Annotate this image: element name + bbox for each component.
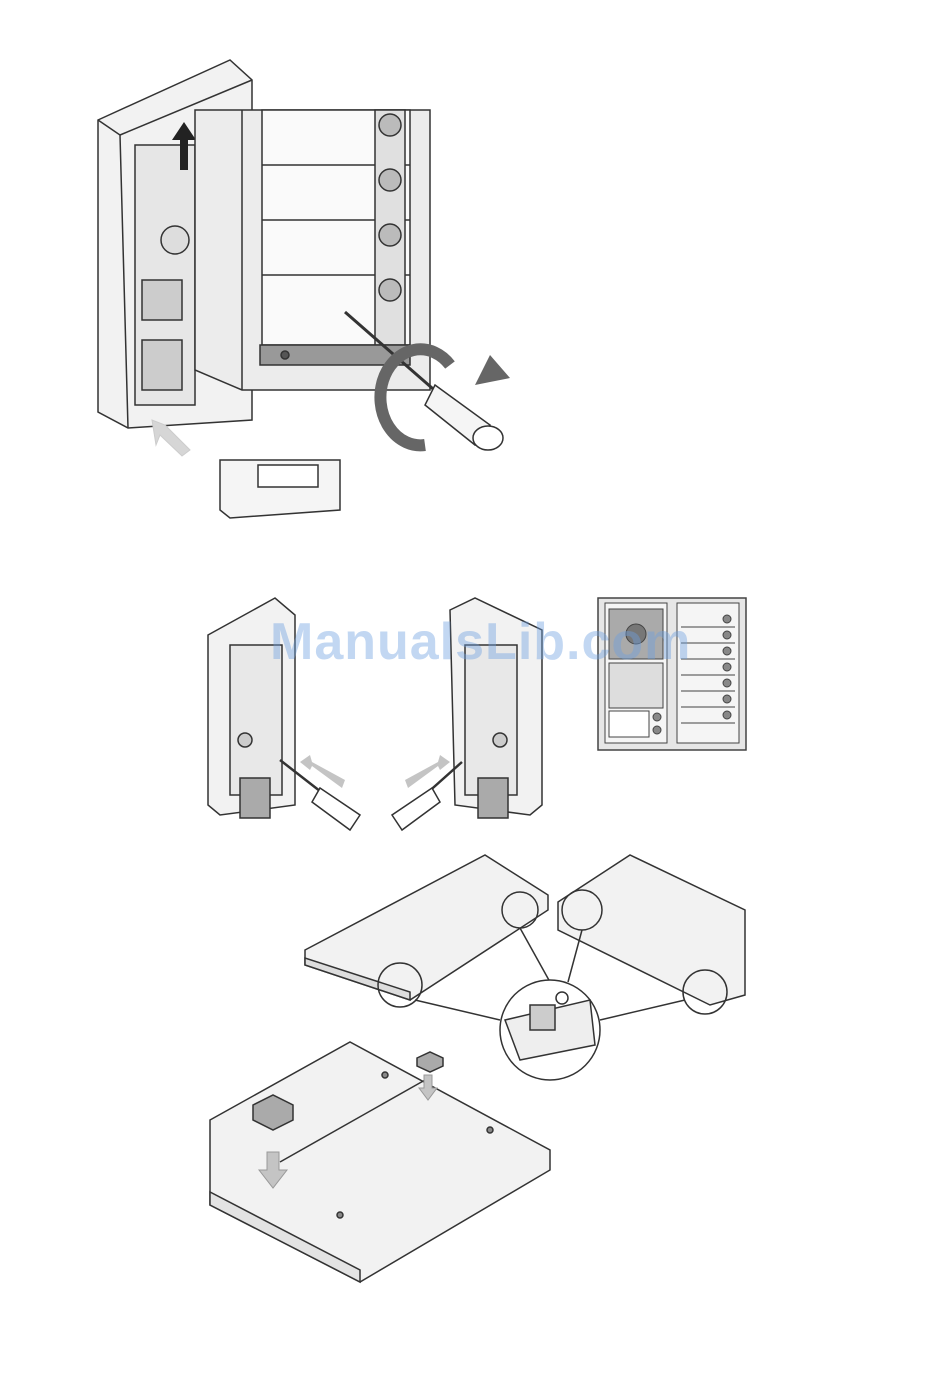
watermark: ManualsLib.com <box>270 612 691 672</box>
joined-frames <box>210 1042 550 1282</box>
ghost-panel <box>220 460 340 518</box>
front-panel <box>195 110 430 390</box>
left-frame-flat <box>305 855 548 1007</box>
right-frame-flat <box>558 855 745 1014</box>
unscrew-illustration <box>80 40 540 530</box>
figure-unscrew-front-panel <box>80 40 540 530</box>
push-arrow-icon <box>300 755 450 788</box>
figure-insert-clips <box>205 1040 555 1290</box>
screwdriver-icon <box>280 760 462 830</box>
insert-clips-illustration <box>205 1040 555 1290</box>
